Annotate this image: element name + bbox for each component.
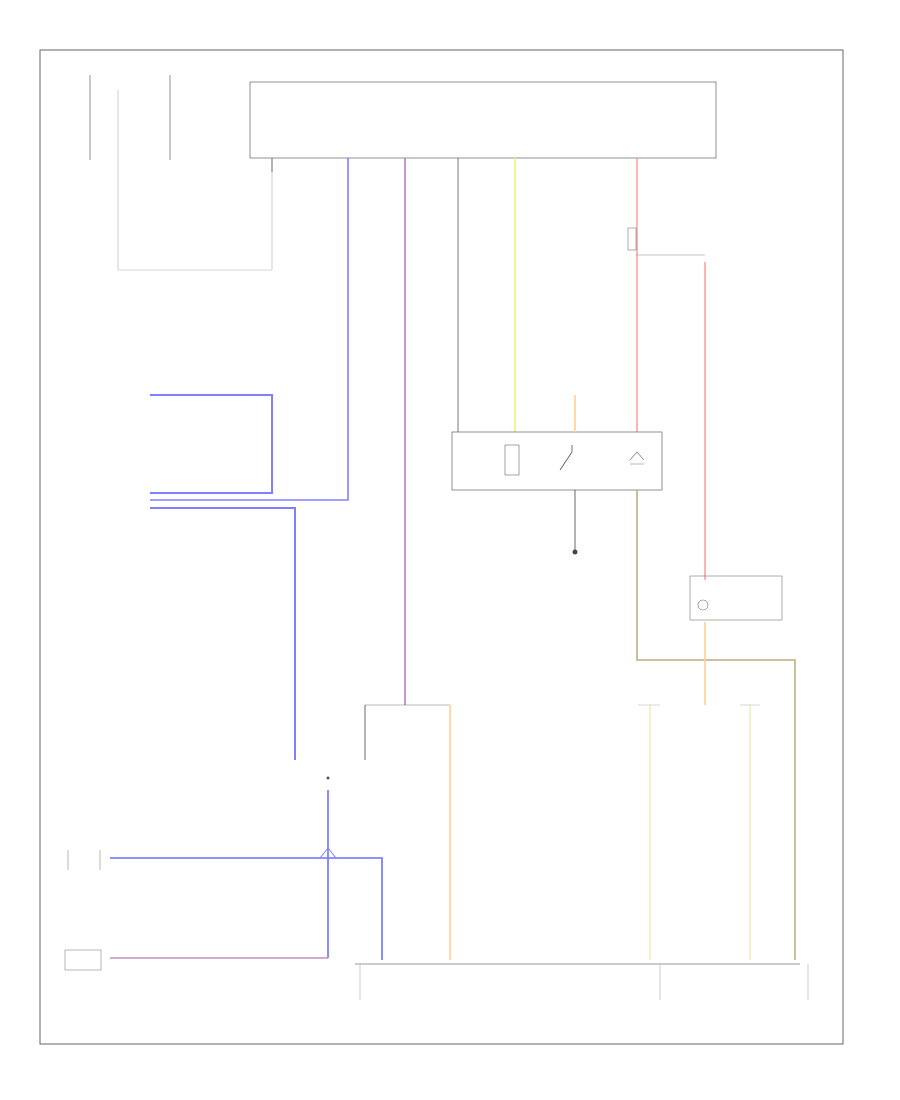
indicator-lamp-icon	[697, 599, 709, 611]
control-unit-box	[249, 81, 717, 159]
indicator-box	[689, 575, 783, 621]
blue-wire-top	[150, 158, 349, 501]
lamp-icon	[629, 451, 645, 465]
diagram-frame	[39, 49, 844, 1045]
blue-wire-bottom-1	[110, 857, 383, 960]
junction-dot	[326, 776, 330, 780]
switch-assembly	[451, 431, 663, 491]
switch-element	[504, 444, 520, 476]
blue-wire-left-down	[150, 507, 296, 760]
switch-contact-icon	[559, 445, 573, 471]
connector-junction	[627, 227, 637, 251]
fuse-box	[89, 75, 273, 271]
sensor-left-bottom	[64, 949, 102, 971]
sensor-left-top	[67, 850, 101, 870]
blue-wire-left-loop	[150, 394, 273, 494]
ground-point-icon	[572, 549, 578, 555]
tan-wire	[636, 490, 796, 960]
